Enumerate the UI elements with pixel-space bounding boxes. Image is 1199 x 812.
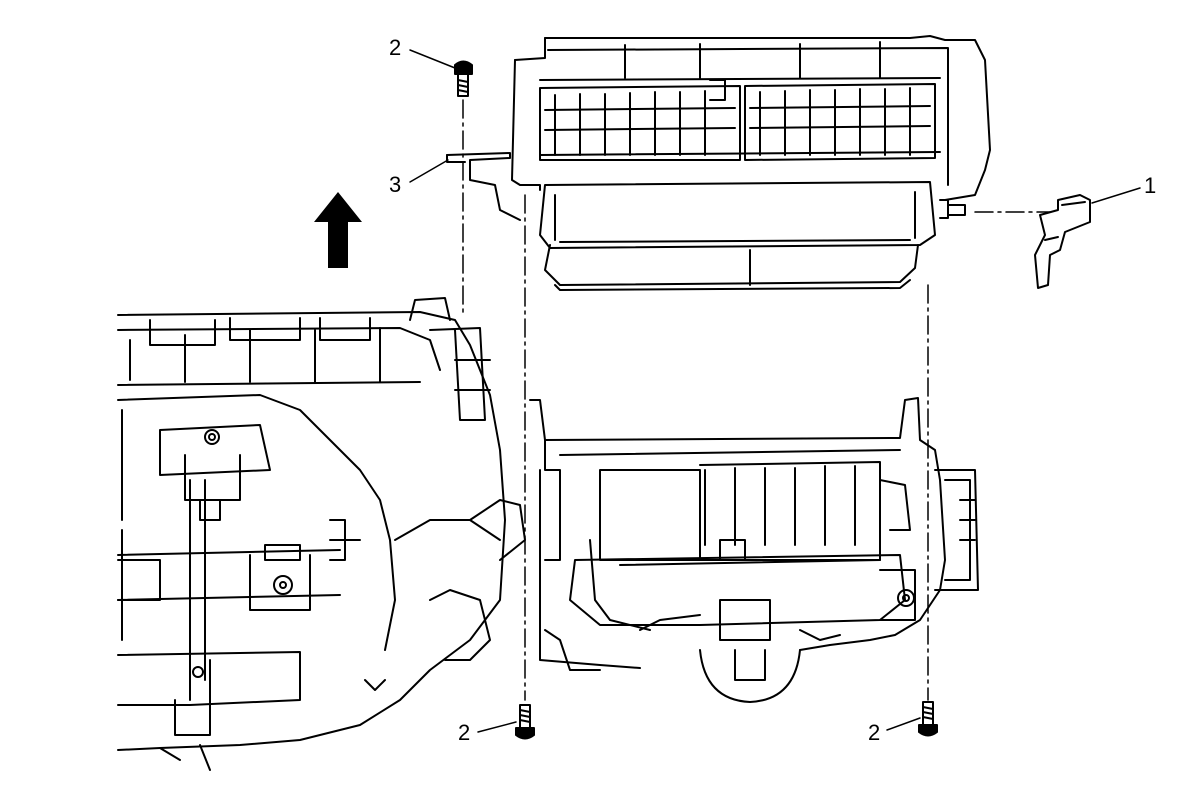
- evaporator-case-cover: [511, 35, 991, 291]
- up-arrow-icon: [314, 192, 362, 268]
- leader-lines: [409, 49, 1141, 733]
- callout-screw-top: 2: [389, 35, 401, 60]
- latch-bracket: [1034, 194, 1091, 289]
- screw-bottom-right: [918, 701, 938, 737]
- callout-screw-bottom-left: 2: [458, 720, 470, 745]
- screw-bottom-left: [515, 704, 535, 740]
- callout-latch: 1: [1144, 173, 1156, 198]
- callout-screw-bottom-right: 2: [868, 720, 880, 745]
- retainer-tab: [446, 152, 521, 221]
- hvac-module-housing: [117, 297, 526, 771]
- alignment-lines: [462, 99, 1051, 701]
- screw-top: [454, 60, 473, 97]
- blower-motor-case: [529, 397, 979, 703]
- callout-retainer-tab: 3: [389, 172, 401, 197]
